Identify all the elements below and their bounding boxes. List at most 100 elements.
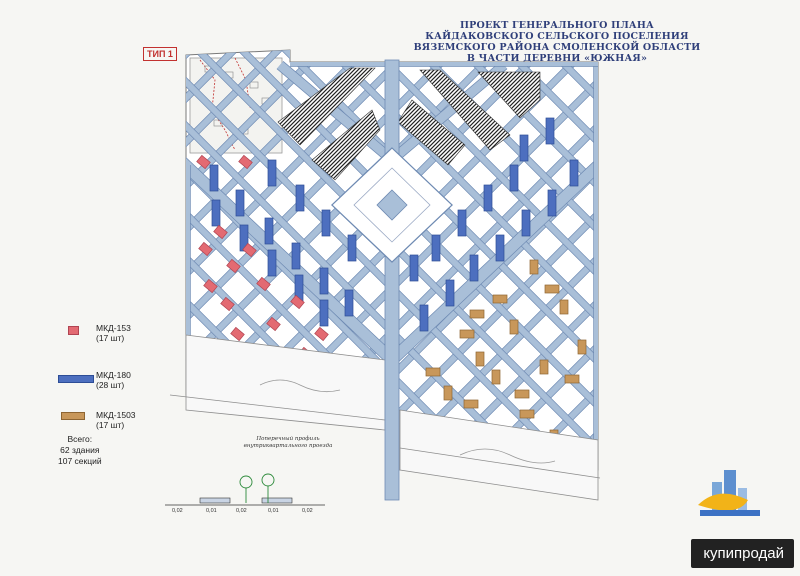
profile-caption-line1: Поперечный профиль xyxy=(256,436,320,442)
building-mkd180 xyxy=(509,164,519,192)
building-mkd180 xyxy=(235,189,245,217)
profile-caption: Поперечный профиль внутриквартального пр… xyxy=(238,436,338,450)
building-mkd153 xyxy=(256,276,271,292)
legend-name-mkd180: МКД-180 xyxy=(96,370,131,380)
building-mkd180 xyxy=(519,134,529,162)
lower-strip xyxy=(169,334,601,501)
building-mkd153 xyxy=(196,154,211,170)
building-mkd1503 xyxy=(514,389,530,399)
building-mkd180 xyxy=(319,267,329,295)
building-mkd1503 xyxy=(539,359,549,375)
building-mkd180 xyxy=(319,299,329,327)
building-mkd180 xyxy=(267,249,277,277)
building-mkd180 xyxy=(321,209,331,237)
legend-count-mkd1503: (17 шт) xyxy=(96,420,125,430)
building-mkd153 xyxy=(290,294,305,310)
title-line-4: В ЧАСТИ ДЕРЕВНИ «ЮЖНАЯ» xyxy=(466,53,648,64)
title-line-2: КАЙДАКОВСКОГО СЕЛЬСКОГО ПОСЕЛЕНИЯ xyxy=(425,31,689,42)
profile-dim-4: 0,01 xyxy=(268,508,279,514)
legend-label-mkd153: МКД-153 (17 шт) xyxy=(96,323,131,343)
road xyxy=(389,61,507,164)
building-mkd1503 xyxy=(469,309,485,319)
profile-dim-3: 0,02 xyxy=(236,508,247,514)
road xyxy=(186,155,396,365)
road-profile-diagram xyxy=(165,473,325,506)
road xyxy=(277,61,395,164)
totals-block: Всего: 62 здания 107 секций xyxy=(58,434,102,467)
building-mkd1503 xyxy=(544,284,560,294)
building-mkd180 xyxy=(264,217,274,245)
legend-count-mkd180: (28 шт) xyxy=(96,380,125,390)
profile-dim-2: 0,01 xyxy=(206,508,217,514)
building-mkd1503 xyxy=(509,319,519,335)
building-mkd180 xyxy=(211,199,221,227)
building-mkd180 xyxy=(209,164,219,192)
building-mkd180 xyxy=(291,242,301,270)
building-mkd180 xyxy=(419,304,429,332)
company-logo xyxy=(698,470,760,516)
building-mkd180 xyxy=(569,159,579,187)
building-mkd1503 xyxy=(529,259,539,275)
totals-sections: 107 секций xyxy=(58,456,102,466)
building-mkd153 xyxy=(230,326,245,342)
building-mkd180 xyxy=(445,279,455,307)
building-mkd180 xyxy=(344,289,354,317)
road xyxy=(186,50,598,470)
hatched-blocks xyxy=(277,67,541,181)
legend-name-mkd153: МКД-153 xyxy=(96,323,131,333)
buildings-layer xyxy=(196,117,587,445)
totals-buildings: 62 здания xyxy=(60,445,100,455)
building-mkd180 xyxy=(495,234,505,262)
type-label: ТИП 1 xyxy=(143,47,177,61)
profile-caption-line2: внутриквартального проезда xyxy=(243,443,333,449)
building-mkd180 xyxy=(267,159,277,187)
profile-dim-1: 0,02 xyxy=(172,508,183,514)
title-line-3: ВЯЗЕМСКОГО РАЙОНА СМОЛЕНСКОЙ ОБЛАСТИ xyxy=(413,42,701,53)
building-mkd180 xyxy=(457,209,467,237)
building-mkd180 xyxy=(521,209,531,237)
building-mkd1503 xyxy=(425,367,441,377)
legend-name-mkd1503: МКД-1503 xyxy=(96,410,136,420)
watermark-badge[interactable]: купипродай xyxy=(691,539,794,568)
building-mkd1503 xyxy=(492,294,508,304)
building-mkd1503 xyxy=(577,339,587,355)
building-mkd180 xyxy=(483,184,493,212)
building-mkd153 xyxy=(238,154,253,170)
building-mkd180 xyxy=(545,117,555,145)
legend-swatch-mkd153 xyxy=(68,326,79,335)
legend-label-mkd1503: МКД-1503 (17 шт) xyxy=(96,410,136,430)
building-mkd153 xyxy=(266,316,281,332)
building-mkd1503 xyxy=(519,409,535,419)
building-mkd1503 xyxy=(459,329,475,339)
plan-title: ПРОЕКТ ГЕНЕРАЛЬНОГО ПЛАНА КАЙДАКОВСКОГО … xyxy=(392,20,722,64)
building-mkd153 xyxy=(226,258,241,274)
building-mkd153 xyxy=(220,296,235,312)
legend-label-mkd180: МКД-180 (28 шт) xyxy=(96,370,131,390)
building-mkd1503 xyxy=(443,385,453,401)
building-mkd153 xyxy=(314,326,329,342)
totals-label: Всего: xyxy=(67,434,93,444)
road xyxy=(221,50,598,470)
building-mkd180 xyxy=(295,184,305,212)
building-mkd1503 xyxy=(491,369,501,385)
building-mkd1503 xyxy=(463,399,479,409)
building-mkd1503 xyxy=(559,299,569,315)
building-mkd153 xyxy=(213,224,228,240)
building-mkd153 xyxy=(198,241,213,257)
road xyxy=(186,50,563,470)
profile-dim-5: 0,02 xyxy=(302,508,313,514)
legend-swatch-mkd1503 xyxy=(61,412,85,420)
building-mkd153 xyxy=(203,278,218,294)
building-mkd180 xyxy=(409,254,419,282)
building-mkd1503 xyxy=(564,374,580,384)
building-mkd180 xyxy=(547,189,557,217)
legend-swatch-mkd180 xyxy=(58,375,94,383)
title-line-1: ПРОЕКТ ГЕНЕРАЛЬНОГО ПЛАНА xyxy=(459,20,654,31)
building-mkd1503 xyxy=(475,351,485,367)
building-mkd153 xyxy=(242,242,257,258)
building-mkd180 xyxy=(347,234,357,262)
building-mkd180 xyxy=(469,254,479,282)
